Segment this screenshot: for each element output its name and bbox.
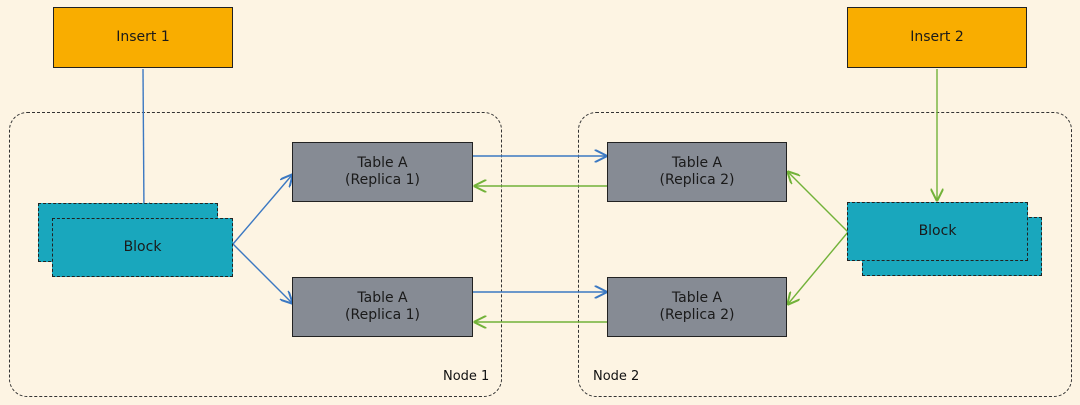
block-1: Block [52, 218, 233, 277]
node-1-label: Node 1 [443, 369, 490, 384]
table-a-replica-2-top: Table A (Replica 2) [607, 142, 787, 202]
insert-1-box: Insert 1 [53, 7, 233, 68]
arrow-block2-to-n2-bottom [788, 231, 849, 304]
table-a-replica-1-bottom: Table A (Replica 1) [292, 277, 473, 337]
arrow-block1-to-n1-top [232, 175, 292, 245]
insert-2-box: Insert 2 [847, 7, 1027, 68]
node-2-container [578, 112, 1072, 397]
node-2-label: Node 2 [593, 369, 640, 384]
arrow-insert1-to-block1 [143, 68, 144, 214]
node-1-container [9, 112, 502, 397]
table-a-replica-2-bottom: Table A (Replica 2) [607, 277, 787, 337]
block-2: Block [847, 202, 1028, 261]
arrow-block1-to-n1-bottom [232, 243, 292, 303]
arrow-block2-to-n2-top [788, 172, 849, 233]
table-a-replica-1-top: Table A (Replica 1) [292, 142, 473, 202]
